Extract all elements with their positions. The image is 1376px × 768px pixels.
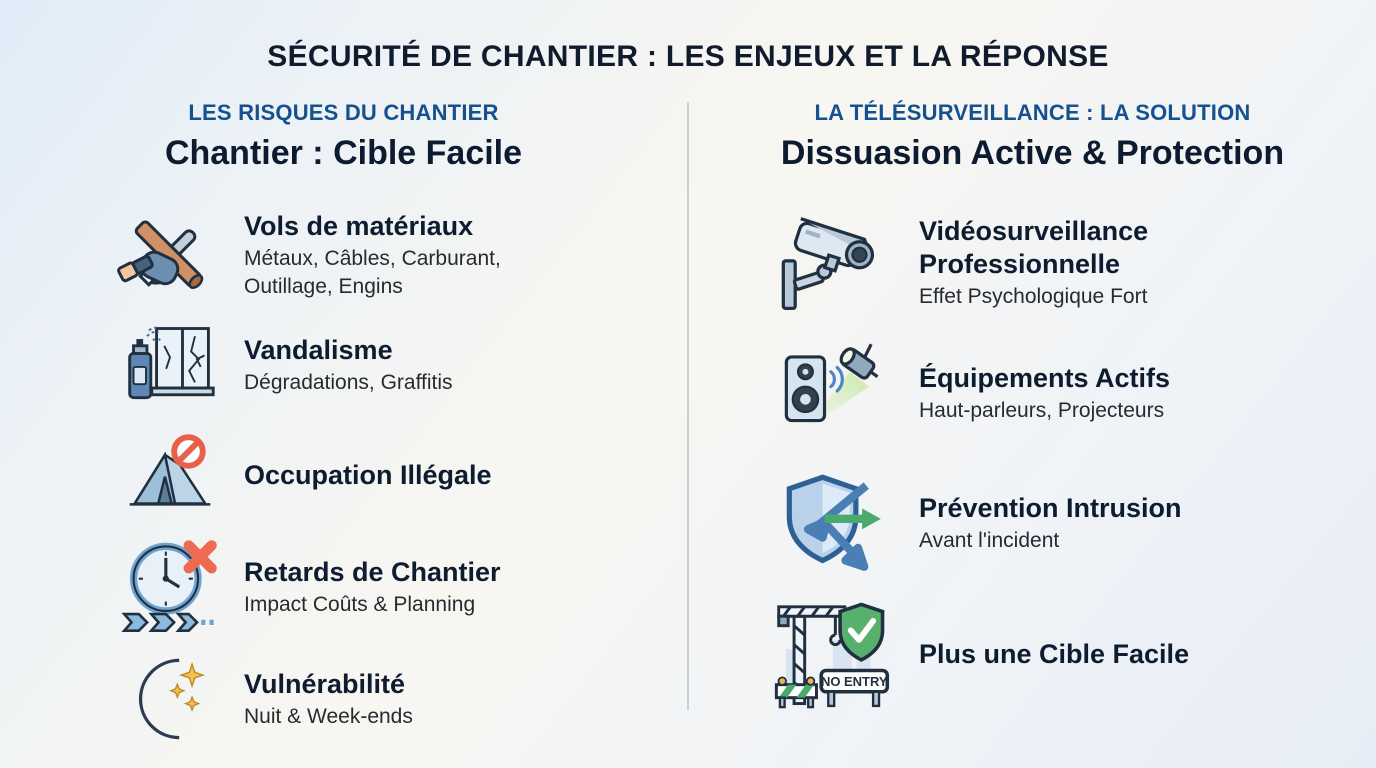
risks-column: LES RISQUES DU CHANTIER Chantier : Cible… [0,100,687,759]
no-entry-sign-label: NO ENTRY [821,674,888,689]
solution-title: Vidéosurveillance Professionnelle [919,216,1149,279]
list-item-text: Occupation Illégale [244,459,492,491]
risk-subtitle: Impact Coûts & Planning [244,593,476,617]
risk-title: Vulnérabilité [244,668,406,699]
solution-subtitle: Avant l'incident [919,529,1060,553]
risk-title: Vandalisme [244,334,393,365]
list-item-text: Vulnérabilité Nuit & Week-ends [244,668,413,731]
list-item: Équipements Actifs Haut-parleurs, Projec… [747,335,1376,451]
risk-title: Retards de Chantier [244,556,501,587]
risk-title: Occupation Illégale [244,459,492,490]
risk-title: Vols de matériaux [244,211,474,241]
risk-subtitle: Métaux, Câbles, Carburant, Outillage, En… [244,247,501,298]
list-item-text: Équipements Actifs Haut-parleurs, Projec… [919,362,1170,425]
solution-subtitle: Effet Psychologique Fort [919,285,1148,309]
risks-list: Vols de matériaux Métaux, Câbles, Carbur… [0,205,687,749]
solution-eyebrow: LA TÉLÉSURVEILLANCE : LA SOLUTION [814,100,1251,125]
solution-subtitle: Haut-parleurs, Projecteurs [919,399,1165,423]
list-item: NO ENTRY [747,595,1376,713]
list-item-text: Retards de Chantier Impact Coûts & Plann… [244,556,501,619]
risk-subtitle: Nuit & Week-ends [244,705,413,729]
list-item-text: Vidéosurveillance Professionnelle Effet … [919,215,1249,310]
two-column-layout: LES RISQUES DU CHANTIER Chantier : Cible… [0,100,1376,759]
solution-column: LA TÉLÉSURVEILLANCE : LA SOLUTION Dissua… [689,100,1376,759]
solution-heading: Dissuasion Active & Protection [780,134,1285,172]
solution-title: Prévention Intrusion [919,492,1182,523]
list-item: Prévention Intrusion Avant l'incident [747,465,1376,581]
list-item-text: Plus une Cible Facile [919,638,1189,670]
illegal-occupation-icon [96,433,244,517]
list-item: Occupation Illégale [96,425,687,525]
list-item-text: Prévention Intrusion Avant l'incident [919,492,1182,555]
solution-column-header: LA TÉLÉSURVEILLANCE : LA SOLUTION Dissua… [689,100,1376,173]
risks-eyebrow: LES RISQUES DU CHANTIER [188,100,499,125]
vandalism-icon [96,317,244,413]
protected-site-icon: NO ENTRY [747,595,919,713]
night-vulnerability-icon [96,653,244,745]
solution-list: Vidéosurveillance Professionnelle Effet … [689,205,1376,713]
list-item: Vols de matériaux Métaux, Câbles, Carbur… [96,205,687,305]
page-title: SÉCURITÉ DE CHANTIER : LES ENJEUX ET LA … [267,40,1109,73]
risks-column-header: LES RISQUES DU CHANTIER Chantier : Cible… [0,100,687,173]
solution-title: Plus une Cible Facile [919,638,1190,669]
risk-subtitle: Dégradations, Graffitis [244,371,453,395]
risks-heading: Chantier : Cible Facile [164,134,523,172]
list-item-text: Vols de matériaux Métaux, Câbles, Carbur… [244,210,549,300]
solution-title: Équipements Actifs [919,362,1171,393]
list-item: Retards de Chantier Impact Coûts & Plann… [96,535,687,639]
cctv-camera-icon [747,209,919,317]
list-item: Vandalisme Dégradations, Graffitis [96,315,687,415]
list-item-text: Vandalisme Dégradations, Graffitis [244,334,453,397]
site-delays-icon [96,535,244,639]
materials-theft-icon [96,205,244,305]
list-item: Vulnérabilité Nuit & Week-ends [96,649,687,749]
active-equipment-icon [747,340,919,446]
column-divider [687,102,689,710]
list-item: Vidéosurveillance Professionnelle Effet … [747,205,1376,321]
intrusion-prevention-icon [747,471,919,575]
